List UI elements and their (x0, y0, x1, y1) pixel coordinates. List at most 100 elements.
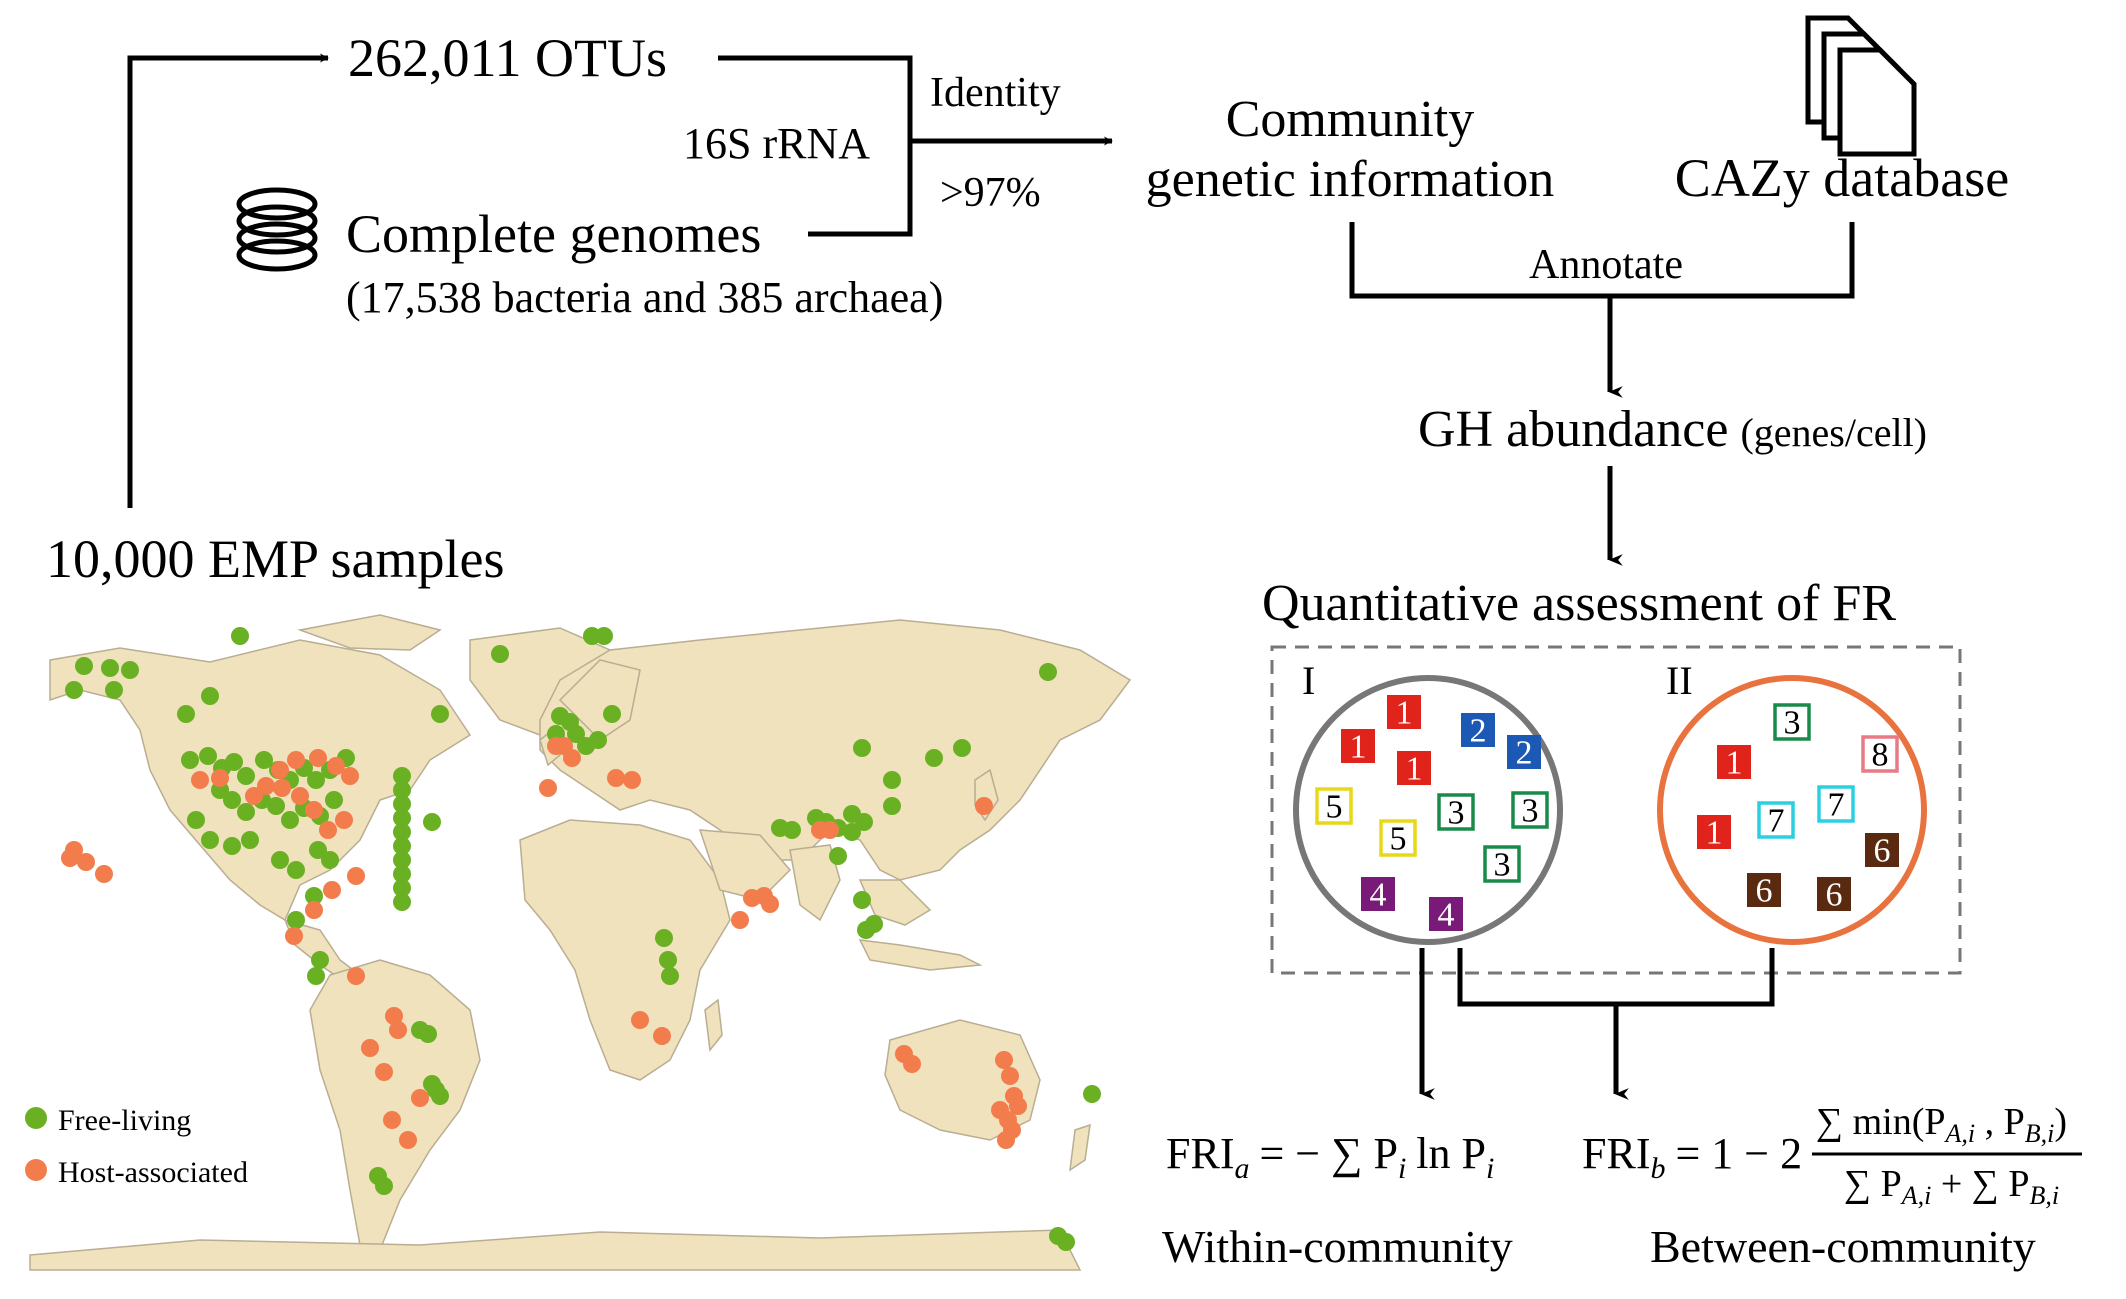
community-two-gene-box-6 (1865, 833, 1899, 867)
host-associated-sample-dot (607, 769, 625, 787)
between-community-label: Between-community (1650, 1221, 2036, 1272)
identity-label: Identity (930, 70, 1061, 116)
between-community-bracket (1457, 948, 1775, 1007)
free-living-sample-dot (419, 1025, 437, 1043)
cazy-database-label: CAZy database (1675, 148, 2009, 208)
database-document-icon (1805, 15, 1917, 157)
free-living-sample-dot (201, 831, 219, 849)
free-living-sample-dot (309, 841, 327, 859)
community-one-gene-number: 3 (1494, 847, 1511, 884)
community-two-gene-box-1 (1697, 815, 1731, 849)
free-living-sample-dot (589, 731, 607, 749)
community-two-gene-number: 8 (1872, 737, 1889, 774)
community-one-gene-box-4 (1361, 877, 1395, 911)
host-associated-sample-dot (271, 761, 289, 779)
host-associated-sample-dot (341, 767, 359, 785)
free-living-sample-dot (121, 661, 139, 679)
land-arctic-islands (297, 614, 442, 651)
free-living-sample-dot (853, 739, 871, 757)
host-associated-sample-dot (539, 779, 557, 797)
free-living-sample-dot (855, 813, 873, 831)
land-arabia (698, 829, 792, 901)
host-associated-sample-dot (653, 1027, 671, 1045)
host-associated-sample-dot (273, 779, 291, 797)
community-two-gene-number: 1 (1706, 815, 1723, 852)
free-living-sample-dot (393, 823, 411, 841)
free-living-sample-dot (241, 831, 259, 849)
fri-b-formula: FRIb= 1 − 2 ∑ min(PA,i , PB,i) ∑ PA,i + … (1582, 1101, 2082, 1210)
community-two-gene-box-3 (1773, 703, 1811, 741)
host-associated-sample-dot (327, 757, 345, 775)
host-associated-sample-dot (903, 1055, 921, 1073)
communities-dashed-frame (1270, 645, 1962, 975)
rrna-label: 16S rRNA (683, 119, 870, 168)
community-one-gene-number: 3 (1448, 795, 1465, 832)
free-living-sample-dot (65, 681, 83, 699)
threshold-label: >97% (940, 170, 1041, 216)
map-landmasses (29, 614, 1132, 1271)
community-two-gene-box-7 (1757, 801, 1795, 839)
free-living-sample-dot (199, 747, 217, 765)
fri-b-denominator: ∑ PA,i + ∑ PB,i (1844, 1163, 2059, 1210)
host-associated-sample-dot (309, 749, 327, 767)
land-madagascar (704, 998, 723, 1052)
otus-count: 262,011 OTUs (348, 28, 667, 88)
free-living-sample-dot (431, 1087, 449, 1105)
free-living-sample-dot (843, 823, 861, 841)
host-associated-sample-dot (995, 1051, 1013, 1069)
annotate-bracket (1349, 222, 1855, 299)
free-living-sample-dot (393, 893, 411, 911)
community-two-gene-number: 7 (1828, 787, 1845, 824)
sample-points (61, 627, 1101, 1251)
free-living-sample-dot (325, 791, 343, 809)
host-associated-sample-dot (319, 821, 337, 839)
community-one-gene-box-1 (1341, 729, 1375, 763)
community-one-gene-number: 1 (1350, 729, 1367, 766)
community-line-1: Community (1226, 91, 1474, 148)
within-community-label: Within-community (1162, 1221, 1513, 1272)
community-two-gene-box-8 (1861, 735, 1899, 773)
host-associated-sample-dot (77, 853, 95, 871)
free-living-sample-dot (237, 803, 255, 821)
free-living-sample-dot (883, 797, 901, 815)
free-living-sample-dot (883, 771, 901, 789)
gh-abundance-label: GH abundance(genes/cell) (1418, 401, 1927, 458)
land-india (789, 844, 841, 922)
free-living-sample-dot (307, 967, 325, 985)
host-associated-sample-dot (305, 901, 323, 919)
community-one-gene-box-5 (1315, 787, 1353, 825)
free-living-sample-dot (321, 851, 339, 869)
free-living-sample-dot (237, 767, 255, 785)
assessment-title: Quantitative assessment of FR (1262, 575, 1896, 632)
free-living-sample-dot (393, 809, 411, 827)
free-living-sample-dot (281, 811, 299, 829)
legend-free-living-label: Free-living (58, 1104, 191, 1137)
fri-b-numerator: ∑ min(PA,i , PB,i) (1816, 1101, 2067, 1148)
complete-genomes-label: Complete genomes (346, 204, 761, 264)
land-indonesia (858, 939, 983, 971)
host-associated-sample-dot (1009, 1097, 1027, 1115)
host-associated-sample-dot (975, 797, 993, 815)
emp-samples-label: 10,000 EMP samples (46, 529, 505, 589)
community-one-gene-number: 5 (1390, 821, 1407, 858)
svg-text:FRIb= 1 − 2: FRIb= 1 − 2 (1582, 1129, 1802, 1185)
community-one-gene-number: 3 (1522, 793, 1539, 830)
free-living-sample-dot (1039, 663, 1057, 681)
host-associated-sample-dot (997, 1131, 1015, 1149)
community-two-gene-number: 3 (1784, 705, 1801, 742)
host-associated-sample-dot (383, 1111, 401, 1129)
free-living-sample-dot (223, 791, 241, 809)
free-living-sample-dot (105, 681, 123, 699)
host-associated-sample-dot (245, 787, 263, 805)
host-associated-sample-dot (399, 1131, 417, 1149)
host-associated-sample-dot (761, 895, 779, 913)
community-two-label: II (1666, 658, 1693, 703)
free-living-sample-dot (953, 739, 971, 757)
community-one-gene-box-1 (1387, 695, 1421, 729)
host-associated-sample-dot (731, 911, 749, 929)
free-living-sample-dot (201, 687, 219, 705)
free-living-sample-dot (393, 795, 411, 813)
land-south-america (309, 959, 481, 1251)
